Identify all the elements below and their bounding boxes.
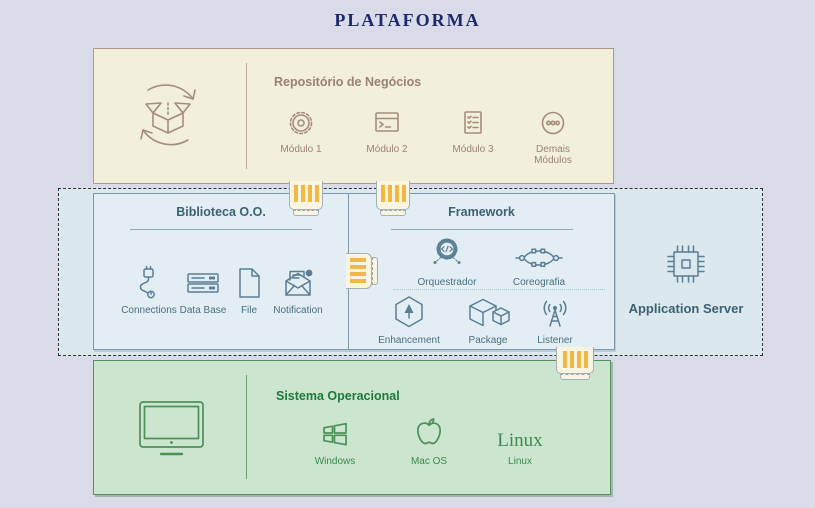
orquestrador-label: Orquestrador	[417, 277, 477, 288]
framework-title: Framework	[448, 205, 515, 219]
notification-label: Notification	[273, 305, 323, 316]
cubes-icon	[442, 294, 534, 330]
os-box: Sistema Operacional Windows Mac OS	[93, 360, 611, 495]
page-title: PLATAFORMA	[334, 10, 481, 30]
library-underline	[130, 229, 312, 230]
coreografia-item: Coreografia	[493, 234, 585, 288]
notification-item: Notification	[259, 262, 337, 316]
repository-box: Repositório de Negócios Módulo 1	[93, 48, 614, 184]
framework-underline	[390, 229, 573, 230]
module-3-label: Módulo 3	[452, 144, 494, 155]
file-label: File	[240, 305, 258, 316]
document-icon	[210, 262, 288, 300]
hexagon-arrow-icon	[363, 294, 455, 330]
demais-modulos-label: Demais Módulos	[534, 144, 572, 166]
connections-item: Connections	[110, 262, 188, 316]
gear-icon	[256, 105, 346, 139]
package-item: Package	[442, 294, 534, 346]
module-2-item: Módulo 2	[342, 105, 432, 155]
mail-notification-icon	[259, 262, 337, 300]
connector-library-framework	[346, 252, 378, 290]
antenna-icon	[509, 294, 601, 330]
enhancement-label: Enhancement	[378, 335, 440, 346]
coreografia-label: Coreografia	[512, 277, 566, 288]
os-divider	[246, 375, 247, 479]
repository-title: Repositório de Negócios	[274, 75, 422, 89]
listener-label: Listener	[537, 335, 573, 346]
framework-box: Framework Orquestrador	[348, 193, 615, 350]
box-sync-icon	[140, 84, 196, 146]
linux-wordmark: Linux	[497, 430, 543, 451]
application-server-label: Application Server	[628, 301, 744, 316]
macos-item: Mac OS	[384, 413, 474, 467]
listener-item: Listener	[509, 294, 601, 346]
application-server-item: Application Server	[601, 238, 771, 316]
module-3-item: Módulo 3	[428, 105, 518, 155]
module-2-label: Módulo 2	[366, 144, 408, 155]
package-label: Package	[468, 335, 508, 346]
database-item: Data Base	[164, 262, 242, 316]
orquestrador-item: Orquestrador	[401, 234, 493, 288]
choreography-nodes-icon	[493, 234, 585, 272]
database-label: Data Base	[179, 305, 227, 316]
connector-framework-os	[556, 347, 594, 380]
server-stack-icon	[164, 262, 242, 300]
demais-modulos-item: Demais Módulos	[522, 105, 584, 166]
windows-label: Windows	[314, 456, 356, 467]
gear-code-icon	[401, 234, 493, 272]
framework-divider	[393, 289, 605, 290]
chip-icon	[601, 238, 771, 295]
checklist-icon	[428, 105, 518, 139]
usb-cable-icon	[110, 262, 188, 300]
library-box: Biblioteca O.O. Connections	[93, 193, 349, 350]
connector-repo-library	[289, 181, 323, 216]
linux-label: Linux	[508, 456, 532, 467]
windows-icon	[290, 413, 380, 451]
linux-item: Linux Linux	[475, 413, 565, 468]
terminal-icon	[342, 105, 432, 139]
macos-label: Mac OS	[410, 456, 448, 467]
monitor-icon	[139, 401, 204, 456]
windows-item: Windows	[290, 413, 380, 467]
enhancement-item: Enhancement	[363, 294, 455, 346]
apple-icon	[384, 413, 474, 451]
file-item: File	[210, 262, 288, 316]
ellipsis-circle-icon	[522, 105, 584, 139]
connector-repo-framework	[376, 181, 410, 216]
library-title: Biblioteca O.O.	[176, 205, 266, 219]
os-title: Sistema Operacional	[276, 389, 400, 403]
connections-label: Connections	[121, 305, 177, 316]
module-1-label: Módulo 1	[280, 144, 322, 155]
repository-divider	[246, 63, 247, 169]
module-1-item: Módulo 1	[256, 105, 346, 155]
